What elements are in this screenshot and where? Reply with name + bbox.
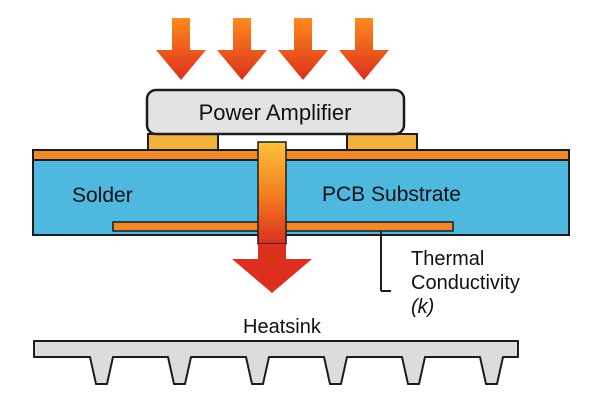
down-arrow-icon xyxy=(156,18,206,80)
thermal-via xyxy=(257,141,287,245)
heatsink-body xyxy=(33,340,519,385)
thermal-label-line3: (k) xyxy=(411,296,434,318)
pcb-substrate-label: PCB Substrate xyxy=(322,183,461,206)
thermal-conductivity-callout: Thermal Conductivity (k) xyxy=(380,231,520,318)
down-arrow-icon xyxy=(232,244,312,293)
solder-pad-left xyxy=(147,133,219,151)
component-label: Power Amplifier xyxy=(199,100,352,125)
down-arrow-icon xyxy=(339,18,389,80)
heatsink-label: Heatsink xyxy=(243,316,322,338)
down-arrow-icon xyxy=(217,18,267,80)
heatsink xyxy=(33,340,519,385)
top-copper-layer xyxy=(32,149,570,161)
down-arrow-icon xyxy=(278,18,328,80)
power-amplifier-package xyxy=(145,88,406,136)
incoming-heat-arrows xyxy=(156,18,389,80)
solder-pad-right xyxy=(346,133,418,151)
heat-flow-path xyxy=(232,141,312,293)
solder-label: Solder xyxy=(72,184,133,207)
thermal-label-line2: Conductivity xyxy=(411,272,520,294)
thermal-label-line1: Thermal xyxy=(411,248,484,270)
